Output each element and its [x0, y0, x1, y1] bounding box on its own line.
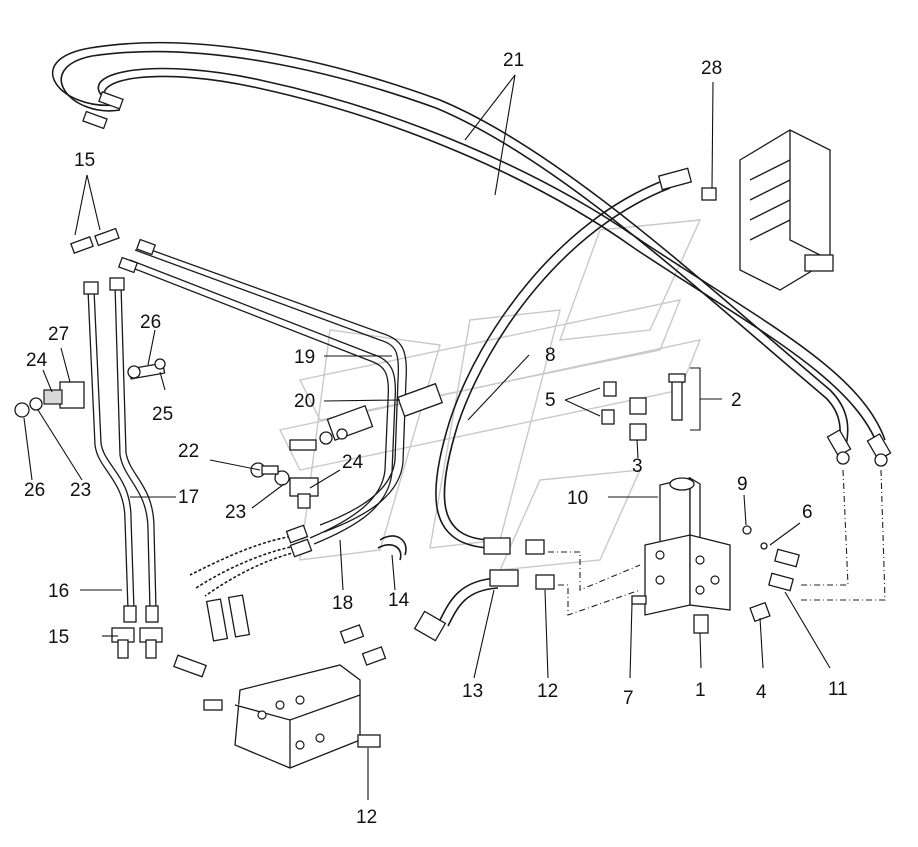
- leader-lines: [23, 74, 831, 800]
- callout-12-bottom: 12: [356, 807, 377, 828]
- callout-9: 9: [737, 474, 748, 495]
- callout-26-right: 26: [140, 312, 161, 333]
- callout-7: 7: [623, 688, 634, 709]
- braided-hoses: [189, 524, 313, 597]
- callout-24-left: 24: [26, 350, 48, 371]
- clamp-bracket-27: [14, 381, 85, 418]
- fittings-2-3-5: [601, 373, 686, 441]
- callout-labels: 21 28 15 27 26 24 25 26 23 17 16 15 19 2…: [24, 50, 848, 828]
- callout-8: 8: [545, 345, 556, 366]
- callout-2: 2: [731, 390, 742, 411]
- tubes-16-17: [83, 277, 159, 623]
- hose-8: [435, 167, 693, 555]
- callout-17: 17: [178, 487, 199, 508]
- callout-3: 3: [632, 456, 643, 477]
- callout-1: 1: [695, 680, 706, 701]
- callout-5: 5: [545, 390, 556, 411]
- callout-11: 11: [828, 679, 848, 700]
- control-valve-28: [701, 129, 834, 291]
- bolt-25: [127, 358, 166, 380]
- tee-fittings-15: [70, 227, 163, 659]
- tube-19-18: [117, 238, 408, 545]
- connection-lines: [548, 469, 886, 616]
- clip-14: [377, 535, 407, 561]
- callout-23-left: 23: [70, 480, 91, 501]
- callout-27: 27: [48, 324, 69, 345]
- callout-22: 22: [178, 441, 199, 462]
- watermark-logo: [278, 219, 702, 571]
- callout-20: 20: [294, 391, 315, 412]
- callout-26-left: 26: [24, 480, 45, 501]
- small-fittings: [631, 525, 800, 634]
- callout-15-top: 15: [74, 150, 95, 171]
- callout-21: 21: [503, 50, 524, 71]
- callout-15-bottom: 15: [48, 627, 69, 648]
- hose-end-fittings-21: [82, 91, 892, 467]
- callout-19: 19: [294, 347, 315, 368]
- callout-12-middle: 12: [537, 681, 558, 702]
- valve-block-10: [644, 476, 731, 616]
- hose-13: [413, 569, 519, 642]
- fittings-12-middle: [525, 539, 555, 590]
- hose-pair-21: [51, 41, 886, 453]
- callout-23-middle: 23: [225, 502, 246, 523]
- callout-16: 16: [48, 581, 69, 602]
- callout-18: 18: [332, 593, 353, 614]
- lower-valve-block: [173, 594, 387, 769]
- callout-10: 10: [567, 488, 588, 509]
- callout-24-middle: 24: [342, 452, 364, 473]
- callout-14: 14: [388, 590, 410, 611]
- callout-4: 4: [756, 682, 767, 703]
- clamp-20: [289, 382, 444, 451]
- callout-25: 25: [152, 404, 173, 425]
- callout-6: 6: [802, 502, 813, 523]
- callout-28: 28: [701, 58, 722, 79]
- callout-13: 13: [462, 681, 483, 702]
